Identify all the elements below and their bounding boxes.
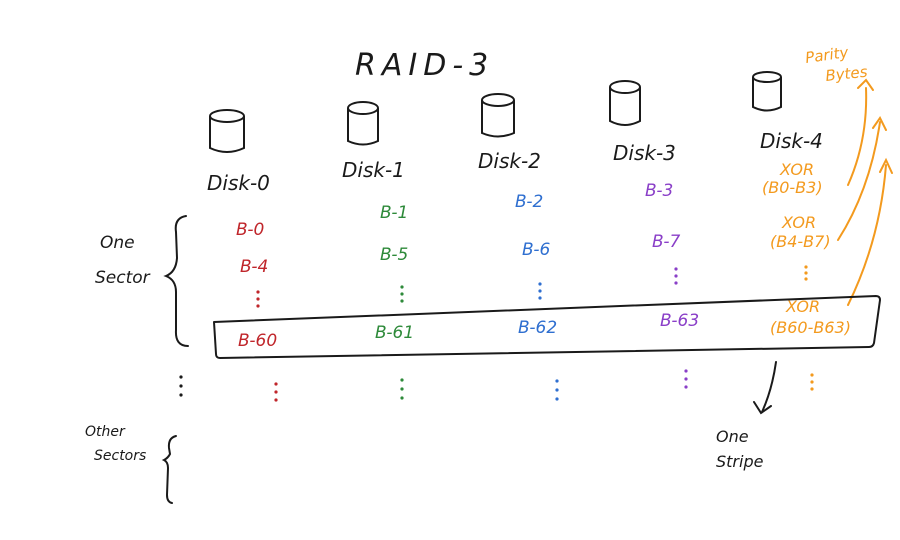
parity-range: (B60-B63) [770,318,851,337]
parity-op: XOR [785,297,820,316]
block-label: B-4 [240,257,268,277]
block-label: B-60 [238,331,277,351]
block-label: B-6 [522,240,550,260]
block-label: B-2 [515,192,543,212]
parity-arrows [837,78,893,306]
block-label: B-1 [380,203,408,223]
sector-brace [163,215,189,347]
disk-cylinder-icon [752,71,782,112]
block-label: B-62 [518,318,557,338]
block-label: B-0 [236,220,264,240]
parity-range: (B0-B3) [762,178,823,197]
parity-bytes-label-line1: Parity [804,43,851,67]
stripe-arrow [753,361,777,415]
disk-cylinder-icon [481,93,515,138]
disk-0-label: Disk-0 [207,171,270,195]
one-sector-label-line2: Sector [95,268,151,288]
one-stripe-label-line2: Stripe [716,452,764,471]
parity-range: (B4-B7) [770,232,831,251]
disk-2-label: Disk-2 [478,149,541,173]
other-sectors-label-line1: Other [85,424,126,440]
disk-cylinder-icon [209,109,245,153]
disk-cylinder-icon [347,101,379,146]
one-stripe-label-line1: One [716,427,749,446]
block-label: B-63 [660,311,699,331]
block-label: B-5 [380,245,408,265]
stripe-outline [213,295,881,359]
one-sector-label-line1: One [100,233,135,253]
diagram-title: RAID-3 [355,48,494,83]
parity-bytes-label-line2: Bytes [825,63,869,85]
disk-icons [209,71,782,153]
block-label: B-61 [375,323,414,343]
disk-3-label: Disk-3 [613,141,676,165]
ellipsis-dots [179,265,814,402]
parity-op: XOR [779,160,814,179]
block-label: B-7 [652,232,680,252]
block-label: B-3 [645,181,673,201]
disk-4-label: Disk-4 [760,129,823,153]
other-sectors-label-line2: Sectors [94,448,146,464]
disk-cylinder-icon [609,80,641,126]
parity-op: XOR [781,213,816,232]
other-sectors-brace [161,435,177,504]
disk-1-label: Disk-1 [342,158,405,182]
